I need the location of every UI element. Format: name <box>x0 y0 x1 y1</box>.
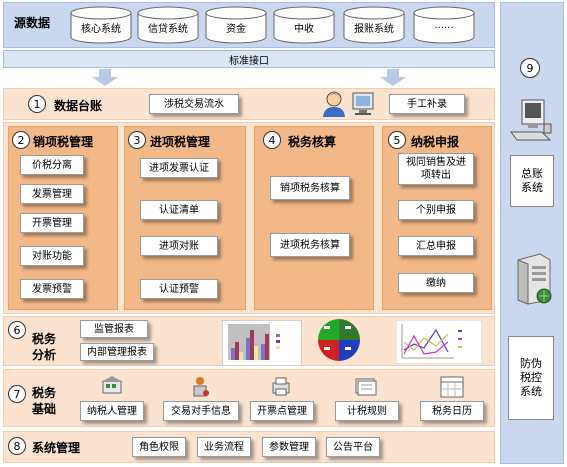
database-icon <box>205 6 267 44</box>
basic-item-1[interactable]: 纳税人管理 <box>80 401 144 421</box>
input-item-3[interactable]: 进项对账 <box>140 236 218 256</box>
general-ledger-system: 总账系统 <box>510 155 554 207</box>
bar-chart-thumbnail-icon <box>222 320 302 366</box>
arrow-down-left-icon <box>92 69 118 86</box>
source-system-label: 核心系统 <box>81 24 121 35</box>
analysis-number: 6 <box>8 321 26 339</box>
input-item-4[interactable]: 认证预警 <box>140 279 218 299</box>
sales-item-1[interactable]: 价税分离 <box>20 155 84 175</box>
filing-item-2[interactable]: 个别申报 <box>398 200 474 220</box>
tax-filing-number: 5 <box>388 131 406 149</box>
system-item-3[interactable]: 参数管理 <box>262 437 316 457</box>
filing-item-3[interactable]: 汇总申报 <box>398 236 474 256</box>
accounting-item-2[interactable]: 进项税务核算 <box>270 233 350 257</box>
person-trade-icon <box>188 375 214 403</box>
server-icon <box>517 253 552 305</box>
printer-icon <box>269 375 295 403</box>
system-item-4[interactable]: 公告平台 <box>326 437 380 457</box>
anti-counterfeit-tax-control-system: 防伪税控系统 <box>508 336 554 420</box>
desktop-computer-icon <box>510 99 552 141</box>
arrow-down-right-icon <box>380 69 406 86</box>
person-icon <box>323 91 345 117</box>
sales-item-5[interactable]: 发票预警 <box>20 279 84 299</box>
standard-interface-label: 标准接口 <box>229 56 269 67</box>
database-icon <box>273 6 335 44</box>
system-item-1[interactable]: 角色权限 <box>132 437 186 457</box>
source-system-4: 中收 <box>272 6 336 44</box>
analysis-title-line1: 税务 <box>32 332 57 346</box>
source-system-label: 信贷系统 <box>148 24 188 35</box>
source-system-3: 资金 <box>204 6 268 44</box>
source-data-title: 源数据 <box>14 16 51 30</box>
database-icon <box>70 6 132 44</box>
basic-item-3[interactable]: 开票点管理 <box>250 401 314 421</box>
line-chart-thumbnail-icon <box>396 320 482 364</box>
tax-accounting-panel <box>254 126 374 310</box>
source-system-2: 信贷系统 <box>136 6 200 44</box>
sales-item-3[interactable]: 开票管理 <box>20 213 84 233</box>
standard-interface-band <box>3 50 495 68</box>
internal-report-button[interactable]: 内部管理报表 <box>80 343 154 361</box>
filing-item-1[interactable]: 视同销售及进项转出 <box>398 153 474 185</box>
tax-accounting-number: 4 <box>263 131 281 149</box>
system-title: 系统管理 <box>32 441 81 455</box>
ledger-title: 数据台账 <box>54 99 103 113</box>
system-item-2[interactable]: 业务流程 <box>197 437 251 457</box>
system-number: 8 <box>8 437 26 455</box>
basic-item-2[interactable]: 交易对手信息 <box>163 401 239 421</box>
input-tax-title: 进项税管理 <box>150 135 211 149</box>
source-system-5: 报账系统 <box>342 6 406 44</box>
tax-filing-title: 纳税申报 <box>411 135 460 149</box>
tax-accounting-title: 税务核算 <box>288 135 337 149</box>
pie-chart-thumbnail-icon <box>318 319 360 361</box>
basics-title-line2: 基础 <box>32 402 57 416</box>
source-system-label: 中收 <box>294 24 314 35</box>
basics-title-line1: 税务 <box>32 386 57 400</box>
calendar-icon <box>439 375 465 403</box>
sales-tax-number: 2 <box>12 131 30 149</box>
tax-transaction-flow-button[interactable]: 涉税交易流水 <box>149 94 239 114</box>
basics-number: 7 <box>8 385 26 403</box>
side-number: 9 <box>520 58 540 78</box>
basic-item-5[interactable]: 税务日历 <box>420 401 484 421</box>
database-icon <box>137 6 199 44</box>
source-system-label: ...... <box>434 20 454 31</box>
sales-item-4[interactable]: 对账功能 <box>20 246 84 266</box>
documents-icon <box>354 375 380 403</box>
input-item-2[interactable]: 认证清单 <box>140 200 218 220</box>
filing-item-4[interactable]: 缴纳 <box>398 273 474 293</box>
basic-item-4[interactable]: 计税规则 <box>335 401 399 421</box>
input-tax-number: 3 <box>128 131 146 149</box>
analysis-title-line2: 分析 <box>32 348 57 362</box>
database-icon <box>343 6 405 44</box>
source-system-label: 报账系统 <box>354 24 394 35</box>
regulatory-report-button[interactable]: 监管报表 <box>80 320 148 338</box>
source-system-1: 核心系统 <box>69 6 133 44</box>
manual-entry-button[interactable]: 手工补录 <box>389 94 465 114</box>
building-icon <box>99 375 125 403</box>
sales-tax-title: 销项税管理 <box>33 135 94 149</box>
source-system-6: ...... <box>412 6 476 44</box>
source-system-label: 资金 <box>226 24 246 35</box>
sales-item-2[interactable]: 发票管理 <box>20 184 84 204</box>
ledger-number: 1 <box>28 95 46 113</box>
computer-monitor-icon <box>352 92 374 115</box>
accounting-item-1[interactable]: 销项税务核算 <box>270 176 350 200</box>
input-item-1[interactable]: 进项发票认证 <box>140 158 218 178</box>
database-icon <box>413 6 475 44</box>
